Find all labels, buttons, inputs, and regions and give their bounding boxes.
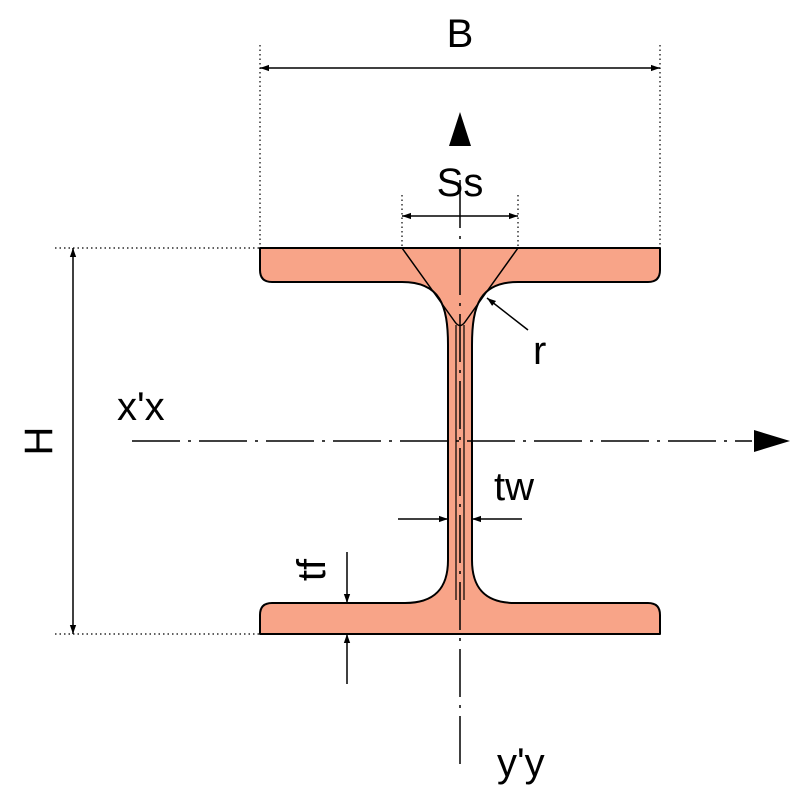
b-label: B	[447, 12, 474, 56]
i-beam-profile	[259, 247, 661, 635]
y-axis-label: y'y	[497, 741, 545, 785]
r-leader-line	[486, 297, 529, 331]
tw-label: tw	[494, 465, 534, 509]
h-label: H	[17, 427, 61, 456]
r-label: r	[533, 329, 546, 373]
x-axis-label: x'x	[117, 385, 165, 429]
ss-label: Ss	[437, 161, 484, 205]
tf-label: tf	[290, 558, 334, 581]
horizontal-axis-arrow-icon	[754, 430, 790, 452]
vertical-axis-arrow-icon	[449, 112, 471, 146]
